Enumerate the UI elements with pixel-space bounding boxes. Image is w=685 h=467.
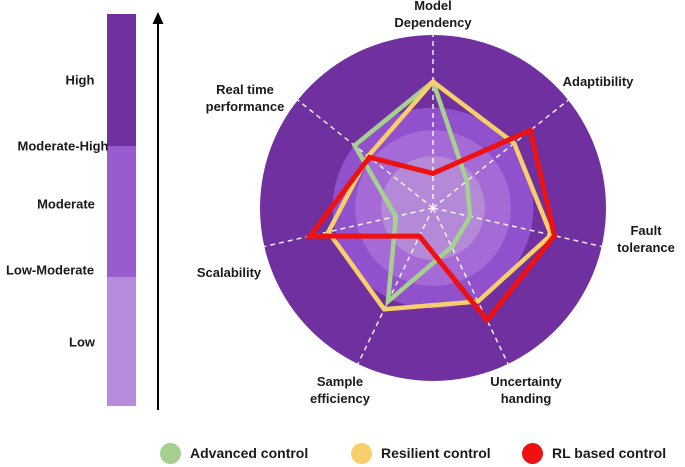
scale-segment-high: [107, 14, 136, 146]
legend-label-resilient-control: Resilient control: [381, 445, 491, 461]
axis-label-adaptibility: Adaptibility: [563, 74, 635, 89]
scale-segment-low: [107, 277, 136, 406]
radar-spoke-6: [264, 207, 434, 248]
scale-label-high: High: [65, 72, 95, 88]
axis-label-scalability: Scalability: [197, 265, 262, 280]
radar-spoke-2: [432, 99, 569, 209]
radar-spoke-3: [432, 207, 602, 248]
radar-spoke-4: [432, 207, 509, 365]
legend-item-resilient-control: Resilient control: [351, 441, 491, 465]
scale-label-moderate: Moderate: [37, 196, 95, 212]
radar-spoke-7: [297, 99, 434, 209]
legend-label-rl-based-control: RL based control: [552, 445, 667, 461]
scale-label-moderate-high: Moderate-High: [17, 138, 109, 154]
legend-item-advanced-control: Advanced control: [160, 441, 308, 465]
legend-item-rl-based-control: RL based control: [522, 441, 666, 465]
scale-segment-moderate: [107, 146, 136, 277]
legend-label-advanced-control: Advanced control: [190, 445, 309, 461]
scale-label-low-moderate: Low-Moderate: [5, 262, 95, 278]
legend-dot-resilient-control: [351, 442, 372, 464]
series-line-rl-based-control: [304, 126, 558, 325]
legend-dot-advanced-control: [160, 442, 181, 464]
scale-bar: [107, 14, 136, 406]
series-line-advanced-control: [351, 77, 473, 307]
scale-arrow-icon: [152, 12, 164, 410]
legend-dot-rl-based-control: [522, 442, 543, 464]
scale-label-low: Low: [69, 334, 95, 350]
